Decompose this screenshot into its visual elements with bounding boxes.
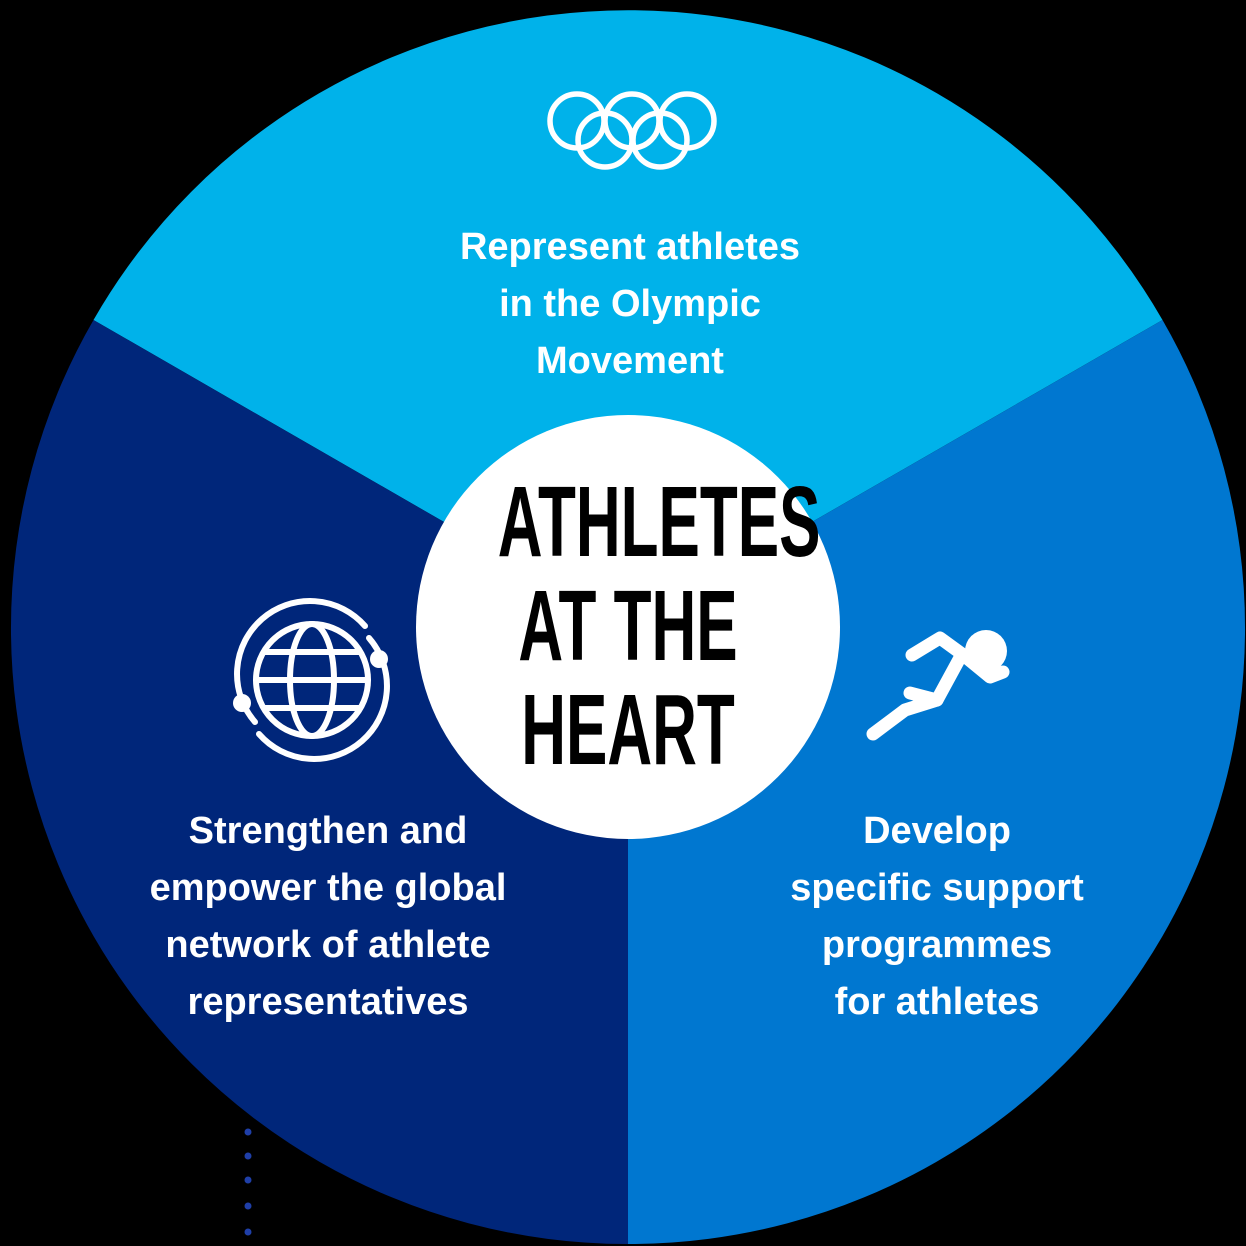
center-title-line: AT THE — [518, 570, 738, 682]
center-title: ATHLETES AT THE HEART — [497, 466, 821, 786]
globe-orbit-dots — [233, 650, 388, 712]
segment-right-line: for athletes — [834, 981, 1040, 1023]
segment-top-line: Represent athletes — [459, 226, 800, 268]
globe-orbit-icon — [234, 598, 390, 762]
segment-top — [93, 10, 1163, 628]
center-title-line: ATHLETES — [497, 466, 821, 578]
segment-left-label: Strengthen and empower the global networ… — [78, 803, 578, 1031]
segment-left-line: Strengthen and — [188, 810, 468, 852]
segment-right-line: programmes — [821, 924, 1053, 966]
segment-left-line: network of athlete — [165, 924, 491, 966]
center-title-line: HEART — [521, 674, 735, 786]
segment-top-line: in the Olympic — [499, 283, 761, 325]
segment-right-line: Develop — [863, 810, 1011, 852]
segment-top-line: Movement — [536, 340, 724, 382]
center-circle — [416, 415, 840, 839]
segment-left-line: representatives — [187, 981, 469, 1023]
segment-right-line: specific support — [790, 867, 1084, 909]
decorative-dotted-line — [244, 1128, 252, 1236]
segment-right-label: Develop specific support programmes for … — [687, 803, 1187, 1031]
olympic-rings-icon — [547, 91, 717, 170]
segment-left-line: empower the global — [149, 867, 507, 909]
segment-top-label: Represent athletes in the Olympic Moveme… — [380, 219, 880, 390]
runner-icon — [866, 630, 1010, 741]
